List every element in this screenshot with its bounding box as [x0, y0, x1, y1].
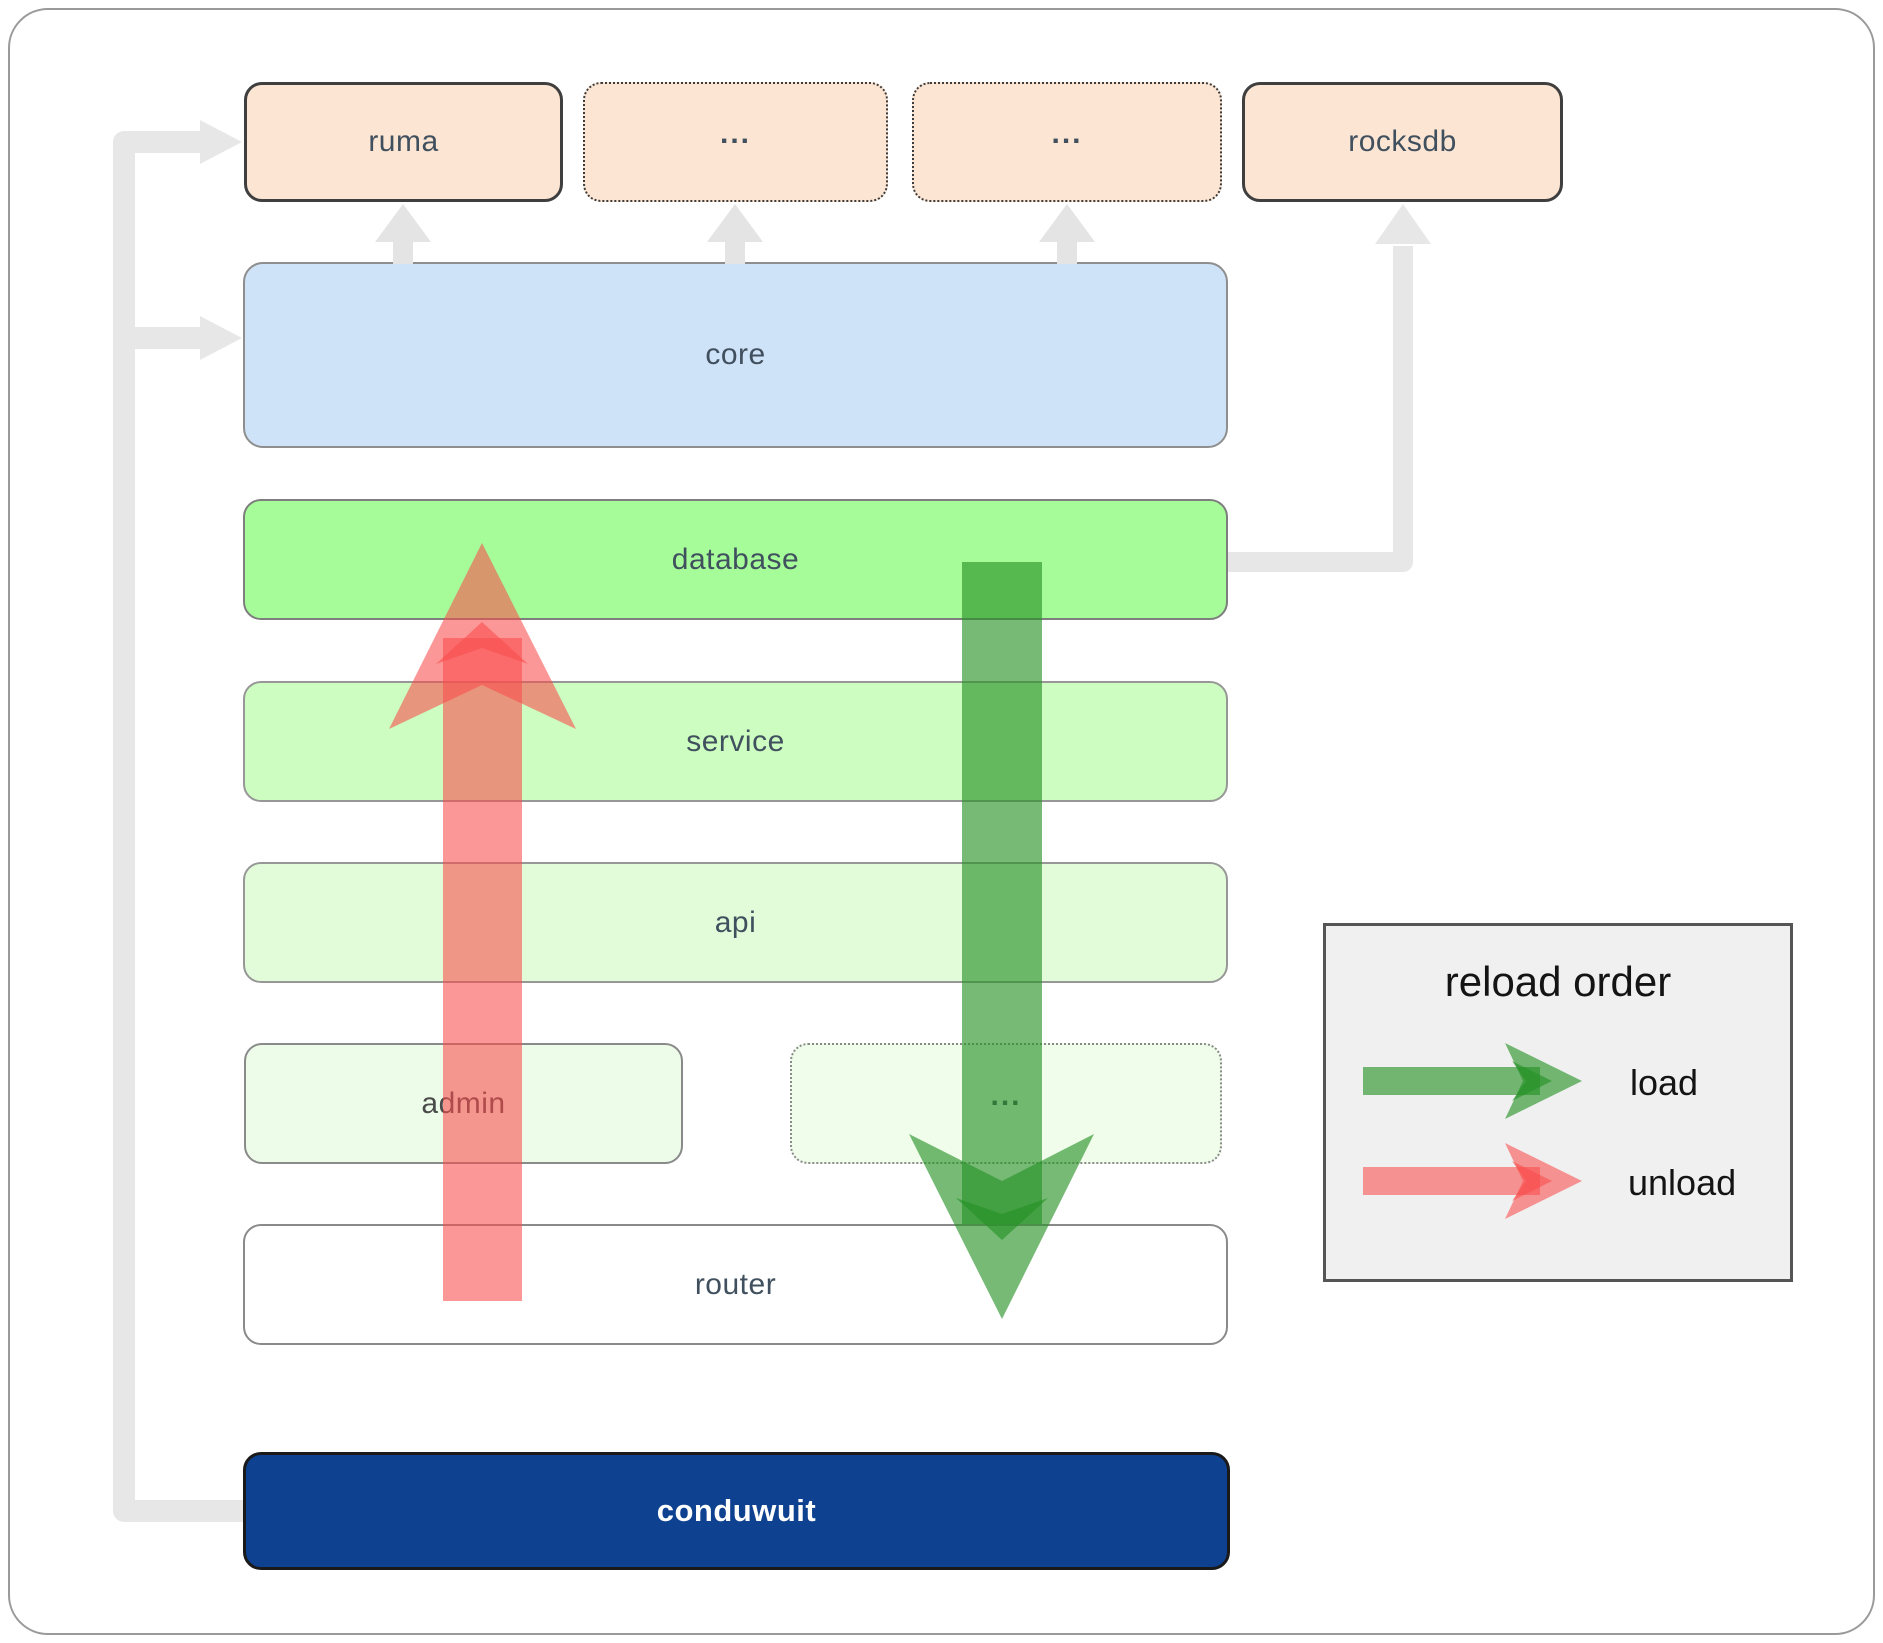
node-ruma-label: ruma [368, 125, 439, 158]
layer-core-label: core [705, 338, 766, 371]
layer-router: router [243, 1224, 1228, 1345]
layer-service-label: service [686, 724, 785, 758]
layer-database-label: database [671, 542, 800, 576]
layer-api-label: api [714, 905, 757, 939]
node-conduwuit: conduwuit [243, 1452, 1230, 1570]
node-ellipsis-1-label: ... [719, 117, 751, 150]
layer-database: database [243, 499, 1228, 620]
node-ellipsis-3: ... [790, 1043, 1222, 1164]
node-rocksdb: rocksdb [1242, 82, 1563, 202]
node-admin: admin [244, 1043, 683, 1164]
legend-title: reload order [1444, 958, 1672, 1005]
layer-api: api [243, 862, 1228, 983]
diagram-frame [8, 8, 1875, 1635]
layer-core: core [243, 262, 1228, 448]
layer-service: service [243, 681, 1228, 802]
legend-unload-label: unload [1628, 1162, 1737, 1203]
legend-reload-order: reload order load unload [1323, 923, 1793, 1282]
node-rocksdb-label: rocksdb [1348, 125, 1457, 158]
node-ellipsis-2: ... [912, 82, 1222, 202]
legend-load-label: load [1630, 1062, 1699, 1103]
node-ellipsis-2-label: ... [1051, 117, 1083, 150]
node-ellipsis-3-label: ... [990, 1078, 1022, 1112]
node-ruma: ruma [244, 82, 563, 202]
node-ellipsis-1: ... [583, 82, 888, 202]
node-conduwuit-label: conduwuit [656, 1493, 817, 1528]
layer-router-label: router [694, 1267, 777, 1301]
node-admin-label: admin [421, 1086, 506, 1120]
